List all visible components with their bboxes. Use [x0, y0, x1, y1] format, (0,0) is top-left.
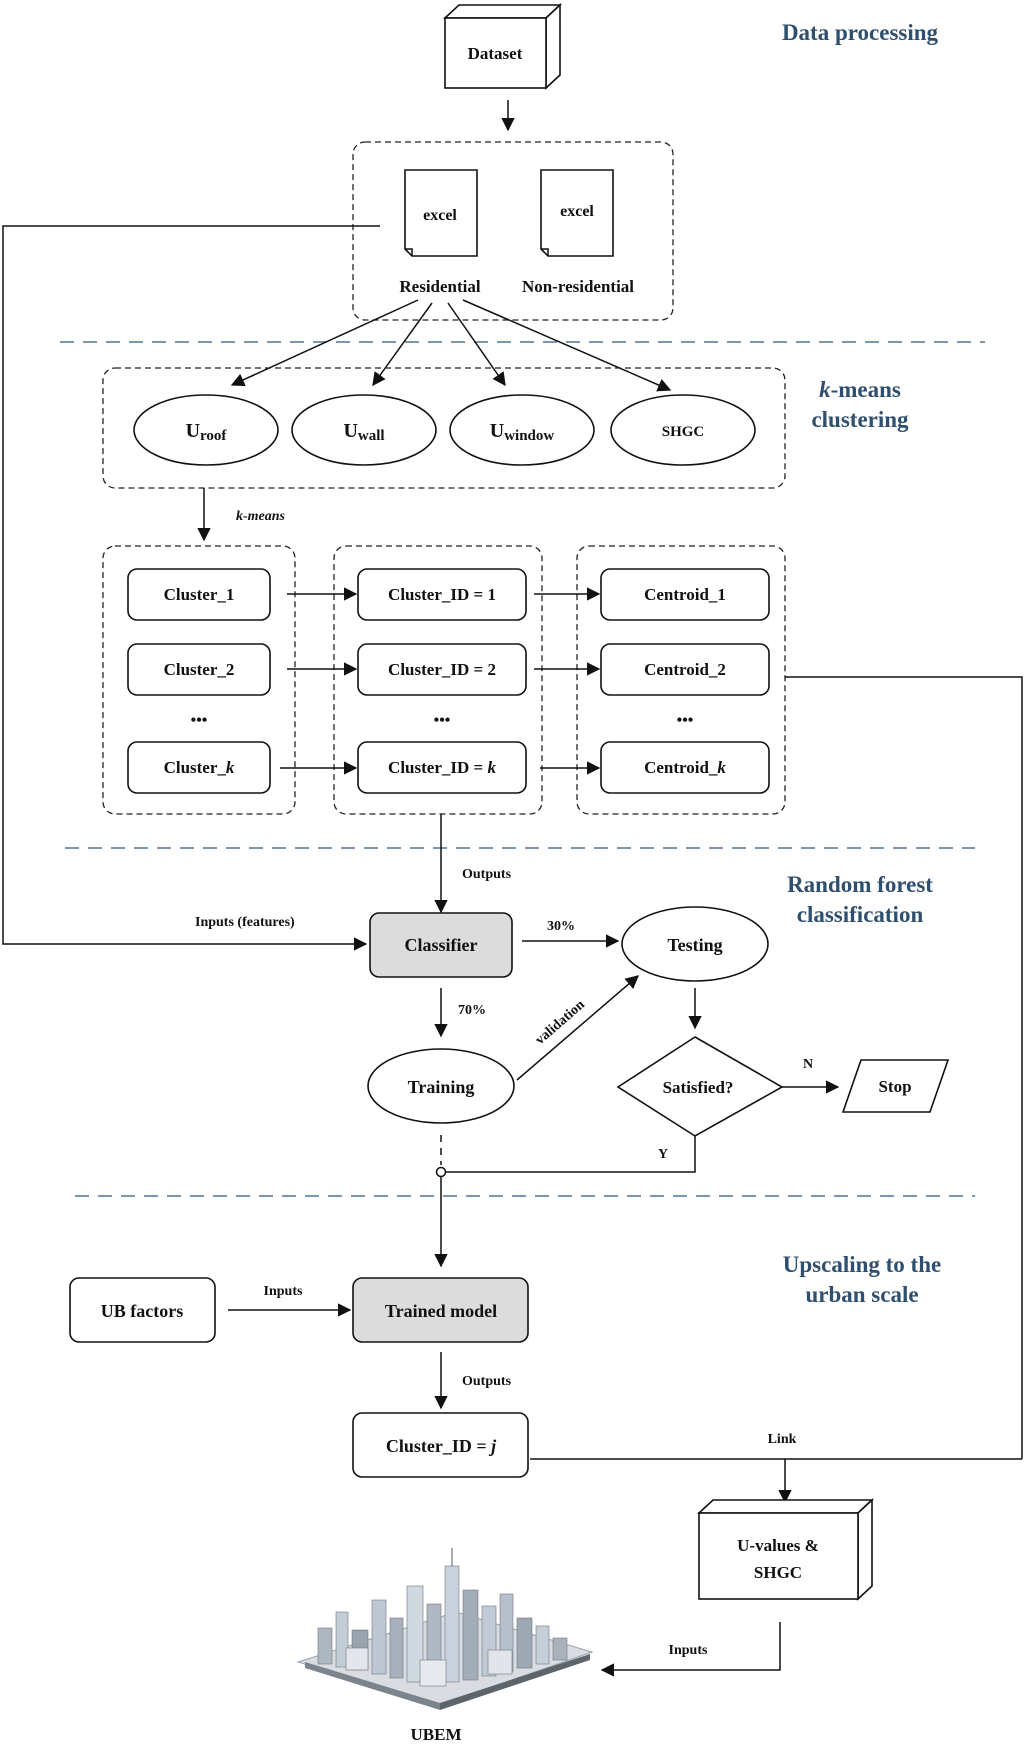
pct-70-label: 70%: [458, 1003, 486, 1018]
outputs-edge-label-1: Outputs: [462, 867, 512, 882]
validation-edge-label: validation: [533, 997, 588, 1048]
trained-model-label: Trained model: [385, 1301, 497, 1321]
excel-group: [352, 141, 674, 321]
arrow-to-uwindow: [447, 302, 506, 387]
centroid-2-label: Centroid_2: [644, 660, 726, 679]
inputs-edge-label-2: Inputs: [669, 1643, 708, 1658]
u-window-label: Uwindow: [490, 420, 555, 444]
cluster-ids-group: [333, 545, 543, 815]
training-label: Training: [408, 1077, 475, 1097]
n-edge-label: N: [803, 1057, 813, 1072]
arrow-to-uwall: [372, 302, 433, 387]
inputs-features-edge-label: Inputs (features): [195, 915, 295, 930]
u-window-ellipse: [449, 394, 595, 466]
excel-file-residential-icon: [404, 169, 478, 257]
shgc-ellipse: [610, 394, 756, 466]
ub-factors-label: UB factors: [101, 1301, 183, 1321]
u-wall-label: Uwall: [343, 420, 384, 444]
ub-factors-box: [69, 1277, 216, 1343]
excel-file-nonresidential-icon: [540, 169, 614, 257]
non-residential-label: Non-residential: [522, 277, 634, 296]
kmeans-edge-label: k-means: [236, 509, 286, 524]
section-title-kmeans: k-means: [819, 377, 901, 402]
cluster-id-j-label: Cluster_ID = j: [386, 1436, 497, 1456]
section-title-rf-line1: Random forest: [787, 872, 933, 897]
dataset-box: [442, 3, 563, 90]
section-title-upscale-line2: urban scale: [805, 1282, 918, 1307]
cluster-id-ellipsis: •••: [434, 712, 451, 729]
classifier-label: Classifier: [405, 935, 478, 955]
excel-label-residential: excel: [423, 207, 457, 224]
cluster-id-k-label: Cluster_ID = k: [388, 758, 496, 777]
cluster-k-label: Cluster_k: [164, 758, 235, 777]
y-edge-label: Y: [658, 1147, 668, 1162]
cluster-id-2-label: Cluster_ID = 2: [388, 660, 496, 679]
line-centroid-link: [785, 676, 1023, 1459]
outputs-edge-label-2: Outputs: [462, 1374, 512, 1389]
inputs-edge-label-1: Inputs: [264, 1284, 303, 1299]
centroid-ellipsis: •••: [677, 712, 694, 729]
cluster-1-label: Cluster_1: [164, 585, 235, 604]
stop-parallelogram: [841, 1059, 950, 1113]
centroid-2-box: [600, 643, 770, 696]
line-y-return: [446, 1136, 696, 1173]
cluster-id-1-box: [357, 568, 527, 621]
cluster-2-label: Cluster_2: [164, 660, 235, 679]
cluster-ellipsis: •••: [191, 712, 208, 729]
shgc-label: SHGC: [662, 424, 705, 440]
arrow-validation: [516, 975, 640, 1081]
ubem-label: UBEM: [411, 1725, 462, 1744]
centroid-k-label: Centroid_k: [644, 758, 726, 777]
dataset-label: Dataset: [468, 44, 523, 63]
kmeans-rest: -means: [831, 377, 901, 402]
testing-ellipse: [621, 906, 769, 982]
residential-label: Residential: [399, 277, 481, 296]
section-title-upscale-line1: Upscaling to the: [783, 1252, 941, 1277]
kmeans-k: k: [819, 377, 831, 402]
cluster-id-1-label: Cluster_ID = 1: [388, 585, 496, 604]
centroid-1-box: [600, 568, 770, 621]
stop-label: Stop: [878, 1077, 911, 1096]
u-roof-label: Uroof: [186, 420, 228, 444]
arrow-inputs-features: [2, 225, 380, 951]
section-title-kmeans-line2: clustering: [811, 407, 909, 432]
u-values-label-line1: U-values &: [737, 1536, 819, 1555]
cluster-id-j-box: [352, 1412, 529, 1478]
parameters-group: [102, 367, 786, 489]
section-title-rf-line2: classification: [797, 902, 924, 927]
satisfied-label: Satisfied?: [663, 1078, 734, 1097]
section-title-data-processing: Data processing: [782, 20, 939, 45]
pct-30-label: 30%: [547, 919, 575, 934]
trained-model-box: [352, 1277, 529, 1343]
cluster-id-2-box: [357, 643, 527, 696]
cluster-2-box: [127, 643, 271, 696]
centroid-1-label: Centroid_1: [644, 585, 726, 604]
u-roof-ellipse: [133, 394, 279, 466]
excel-label-nonresidential: excel: [560, 203, 594, 220]
centroid-k-box: [600, 741, 770, 794]
arrow-to-uroof: [230, 299, 419, 387]
testing-label: Testing: [667, 935, 722, 955]
classifier-box: [369, 912, 513, 978]
junction-node: [435, 1166, 447, 1178]
clusters-group: [102, 545, 296, 815]
cluster-k-box: [127, 741, 271, 794]
centroids-group: [576, 545, 786, 815]
u-wall-ellipse: [291, 394, 437, 466]
city-skyline-icon: [296, 1548, 594, 1710]
u-values-label-line2: SHGC: [754, 1563, 802, 1582]
arrow-uvalues-ubem: [600, 1622, 781, 1677]
training-ellipse: [367, 1048, 515, 1124]
cluster-id-k-box: [357, 741, 527, 794]
cluster-1-box: [127, 568, 271, 621]
link-edge-label: Link: [768, 1432, 797, 1447]
u-values-box: [696, 1498, 875, 1601]
arrow-to-shgc: [462, 299, 672, 392]
